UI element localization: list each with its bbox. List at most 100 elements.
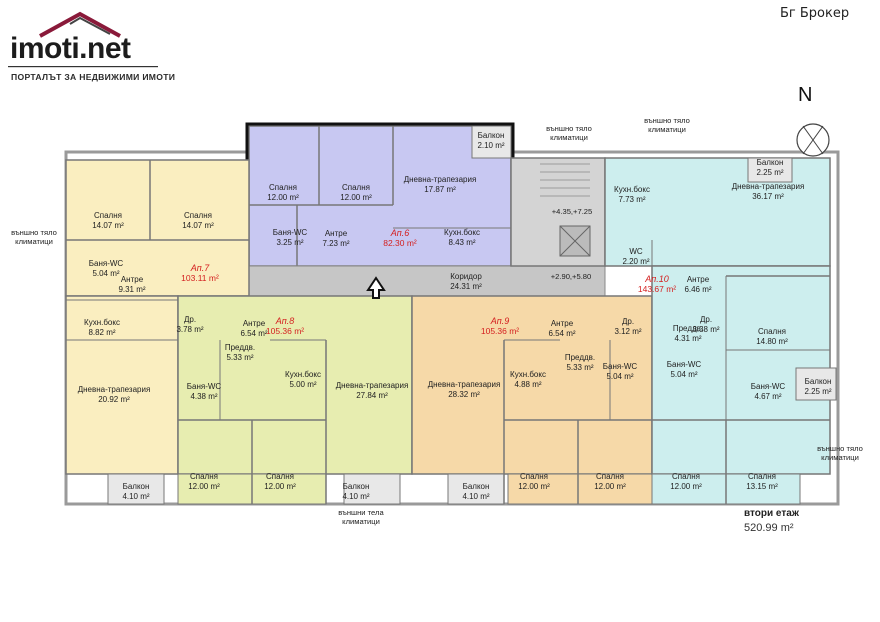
room-area-label: 14.07 m² — [92, 221, 124, 230]
room-name-label: Балкон — [463, 482, 490, 491]
room-name-label: Балкон — [343, 482, 370, 491]
room-name-label: Баня-WC — [603, 362, 638, 371]
apartment-6-area — [248, 125, 512, 267]
room-area-label: 5.04 m² — [670, 370, 697, 379]
room-area-label: 2.25 m² — [804, 387, 831, 396]
room-name-label: Балкон — [478, 131, 505, 140]
level-mark-corridor: +2.90,+5.80 — [550, 272, 592, 281]
room-area-label: 5.33 m² — [226, 353, 253, 362]
apartment-7-area — [65, 159, 250, 297]
room-name-label: Балкон — [805, 377, 832, 386]
room-area-label: 4.88 m² — [514, 380, 541, 389]
apartment-8-area — [177, 295, 413, 475]
room-name-label: Баня-WC — [667, 360, 702, 369]
room-area-label: 4.10 m² — [122, 492, 149, 501]
room-area-label: 12.00 m² — [267, 193, 299, 202]
room-area-label: 5.04 m² — [606, 372, 633, 381]
apartment-name-label: Ап.9 — [490, 316, 509, 326]
floor-title: втори етаж — [744, 508, 799, 519]
corridor-area — [248, 265, 606, 297]
room-name-label: Дневна-трапезария — [428, 380, 501, 389]
balcony-ap9 — [447, 473, 505, 505]
room-area-label: 12.00 m² — [340, 193, 372, 202]
room-area-label: 3.25 m² — [276, 238, 303, 247]
apartment-name-label: Ап.8 — [275, 316, 294, 326]
annotation-ac-left: външно тяло климатици — [11, 228, 57, 246]
room-name-label: Кухн.бокс — [444, 228, 480, 237]
room-area-label: 12.00 m² — [594, 482, 626, 491]
annotation-ac-top-1: външно тяло климатици — [546, 124, 592, 142]
room-name-label: Дневна-трапезария — [732, 182, 805, 191]
room-area-label: 4.10 m² — [342, 492, 369, 501]
logo-roof-icon — [39, 11, 121, 38]
room-name-label: Антре — [243, 319, 266, 328]
room-name-label: Спалня — [672, 472, 700, 481]
room-area-label: 36.17 m² — [752, 192, 784, 201]
room-name-label: Дневна-трапезария — [78, 385, 151, 394]
room-area-label: 28.32 m² — [448, 390, 480, 399]
apartment-9-bedrooms-strip — [507, 473, 653, 505]
room-name-label: WC — [629, 247, 643, 256]
room-name-label: Др. — [622, 317, 634, 326]
room-area-label: 9.31 m² — [118, 285, 145, 294]
room-name-label: Спалня — [190, 472, 218, 481]
room-name-label: Антре — [325, 229, 348, 238]
room-area-label: 12.00 m² — [518, 482, 550, 491]
room-name-label: Спалня — [184, 211, 212, 220]
room-name-label: Кухн.бокс — [84, 318, 120, 327]
annotation-ac-right: външно тяло климатици — [817, 444, 863, 462]
balcony-ap8 — [343, 473, 401, 505]
room-name-label: Кухн.бокс — [285, 370, 321, 379]
room-name-label: Др. — [184, 315, 196, 324]
balcony-ap6 — [471, 125, 512, 159]
room-name-label: Спалня — [520, 472, 548, 481]
apartment-area-label: 105.36 m² — [481, 326, 519, 336]
room-name-label: Спалня — [269, 183, 297, 192]
room-name-label: Преддв. — [565, 353, 595, 362]
room-area-label: 24.31 m² — [450, 282, 482, 291]
room-area-label: 8.43 m² — [448, 238, 475, 247]
apartment-area-label: 105.36 m² — [266, 326, 304, 336]
north-label: N — [798, 84, 813, 106]
logo-text: imoti.net — [10, 32, 131, 65]
room-area-label: 2.10 m² — [477, 141, 504, 150]
balcony-ap7 — [107, 473, 165, 505]
room-name-label: Спалня — [94, 211, 122, 220]
apartment-7-lower — [65, 295, 179, 475]
room-name-label: Антре — [551, 319, 574, 328]
room-area-label: 12.00 m² — [188, 482, 220, 491]
room-name-label: Баня-WC — [187, 382, 222, 391]
room-name-label: Антре — [121, 275, 144, 284]
room-area-label: 4.67 m² — [754, 392, 781, 401]
room-name-label: Спалня — [266, 472, 294, 481]
room-name-label: Дневна-трапезария — [336, 381, 409, 390]
room-area-label: 3.12 m² — [614, 327, 641, 336]
apartment-9-area — [411, 295, 653, 475]
room-name-label: Баня-WC — [751, 382, 786, 391]
room-name-label: Кухн.бокс — [510, 370, 546, 379]
room-name-label: Баня-WC — [273, 228, 308, 237]
room-area-label: 2.20 m² — [622, 257, 649, 266]
room-area-label: 4.31 m² — [674, 334, 701, 343]
room-area-label: 4.10 m² — [462, 492, 489, 501]
room-area-label: 6.54 m² — [548, 329, 575, 338]
room-area-label: 5.04 m² — [92, 269, 119, 278]
room-name-label: Преддв. — [225, 343, 255, 352]
apartment-name-label: Ап.10 — [644, 274, 668, 284]
level-mark-stair: +4.35,+7.25 — [551, 207, 593, 216]
room-area-label: 27.84 m² — [356, 391, 388, 400]
room-area-label: 12.00 m² — [264, 482, 296, 491]
room-area-label: 14.80 m² — [756, 337, 788, 346]
room-name-label: Кухн.бокс — [614, 185, 650, 194]
room-area-label: 13.15 m² — [746, 482, 778, 491]
room-area-label: 6.46 m² — [684, 285, 711, 294]
room-name-label: Дневна-трапезария — [404, 175, 477, 184]
room-area-label: 6.54 m² — [240, 329, 267, 338]
room-area-label: 17.87 m² — [424, 185, 456, 194]
room-name-label: Коридор — [450, 272, 482, 281]
room-area-label: 3.78 m² — [176, 325, 203, 334]
annotation-ac-bottom: външни тела климатици — [338, 508, 384, 526]
room-area-label: 7.23 m² — [322, 239, 349, 248]
room-area-label: 7.73 m² — [618, 195, 645, 204]
